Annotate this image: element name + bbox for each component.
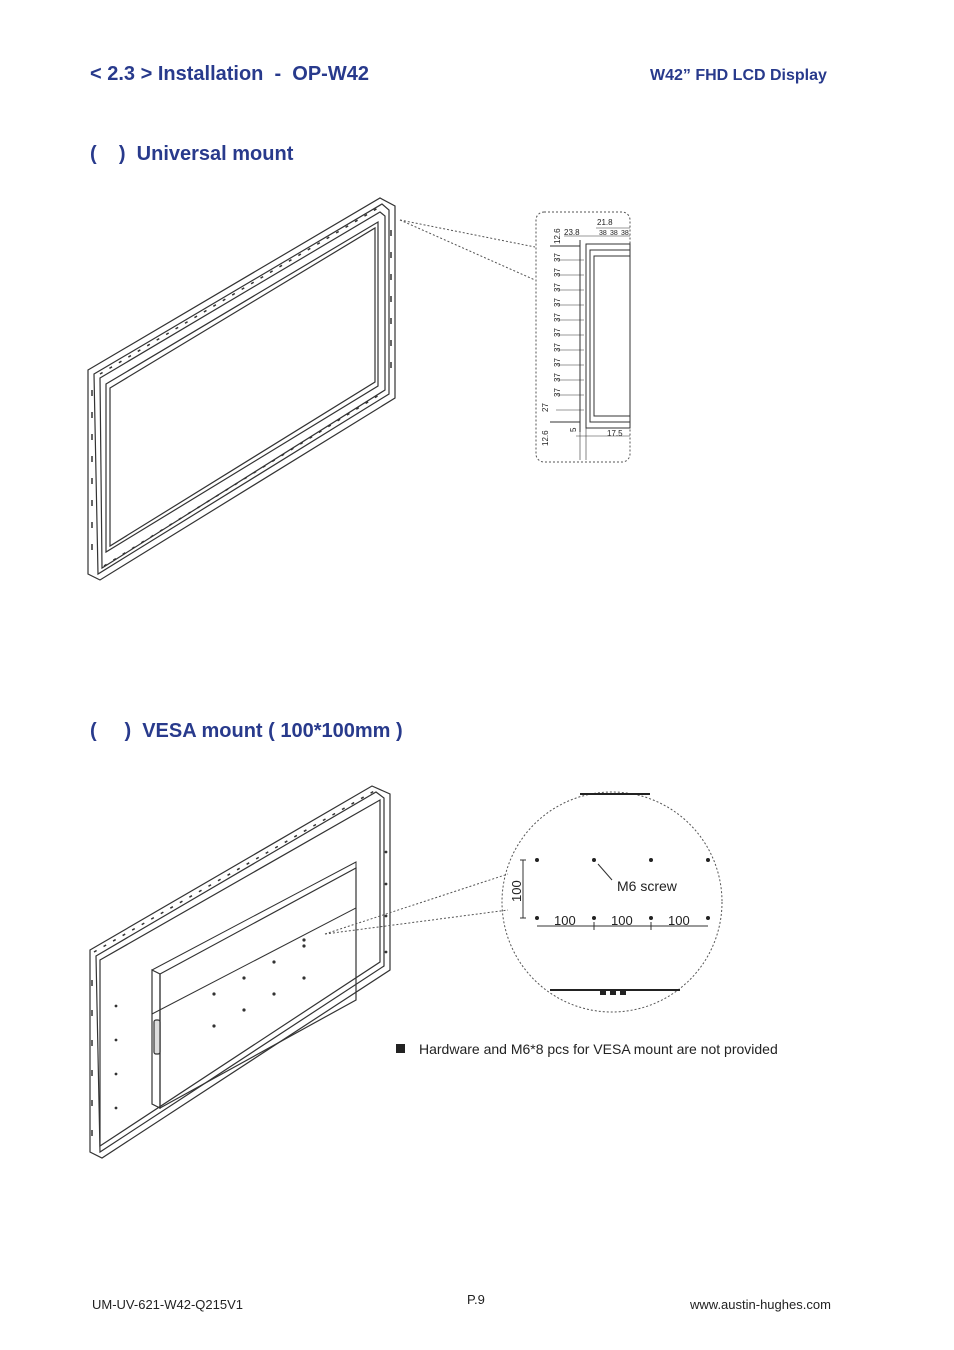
dim-left-37: 37 — [553, 298, 562, 307]
vesa-horizontal-spacing-2: 100 — [611, 913, 633, 928]
hardware-note-text: Hardware and M6*8 pcs for VESA mount are… — [419, 1041, 778, 1057]
section-title-universal-mount: ( ) Universal mount — [90, 143, 294, 165]
page-title: < 2.3 > Installation - OP-W42 — [90, 63, 369, 85]
bullet-icon — [396, 1044, 405, 1053]
dim-left-12-6-bottom: 12.6 — [541, 430, 550, 446]
dim-left-37: 37 — [553, 343, 562, 352]
dim-bottom-17-5: 17.5 — [607, 429, 623, 438]
dim-top-38-c: 38 — [621, 230, 629, 237]
m6-screw-label: M6 screw — [617, 878, 678, 894]
hardware-note: Hardware and M6*8 pcs for VESA mount are… — [396, 1041, 778, 1057]
dim-left-37: 37 — [553, 253, 562, 262]
left-dim-column: 12.6 37 37 37 37 37 37 37 37 37 37 27 12… — [541, 228, 562, 446]
vesa-mount-diagram: 100 100 100 100 M6 screw — [89, 785, 723, 1159]
dim-left-37: 37 — [553, 268, 562, 277]
dim-bottom-5: 5 — [569, 427, 578, 432]
dim-left-37: 37 — [553, 328, 562, 337]
dim-left-12-6-top: 12.6 — [553, 228, 562, 244]
monitor-back-drawing — [89, 785, 391, 1159]
vesa-screw-holes — [114, 850, 388, 1110]
monitor-frame-drawing — [87, 197, 396, 581]
dim-left-37: 37 — [553, 283, 562, 292]
dim-left-37: 37 — [553, 373, 562, 382]
dim-top-38-b: 38 — [610, 230, 618, 237]
footer-website: www.austin-hughes.com — [690, 1297, 831, 1312]
dim-left-37: 37 — [553, 313, 562, 322]
callout-lines — [399, 211, 631, 463]
vesa-horizontal-spacing-1: 100 — [554, 913, 576, 928]
vesa-vertical-spacing: 100 — [509, 880, 524, 902]
section-title-vesa-mount: ( ) VESA mount ( 100*100mm ) — [90, 720, 403, 742]
footer-page-number: P.9 — [467, 1292, 485, 1307]
dim-left-37: 37 — [553, 358, 562, 367]
vesa-detail-drawing — [520, 793, 710, 995]
universal-mount-diagram: 23.8 21.8 38 38 38 17.5 5 12.6 37 37 37 … — [87, 197, 631, 581]
dim-top-23-8: 23.8 — [564, 228, 580, 237]
vesa-callout-lines — [324, 791, 723, 1013]
footer-doc-code: UM-UV-621-W42-Q215V1 — [92, 1297, 243, 1312]
dim-left-27: 27 — [541, 403, 550, 412]
dim-top-21-8: 21.8 — [597, 218, 613, 227]
dim-top-38-a: 38 — [599, 230, 607, 237]
dim-left-37: 37 — [553, 388, 562, 397]
detail-inset-drawing — [550, 227, 631, 460]
product-name: W42” FHD LCD Display — [650, 67, 827, 84]
vesa-horizontal-spacing-3: 100 — [668, 913, 690, 928]
